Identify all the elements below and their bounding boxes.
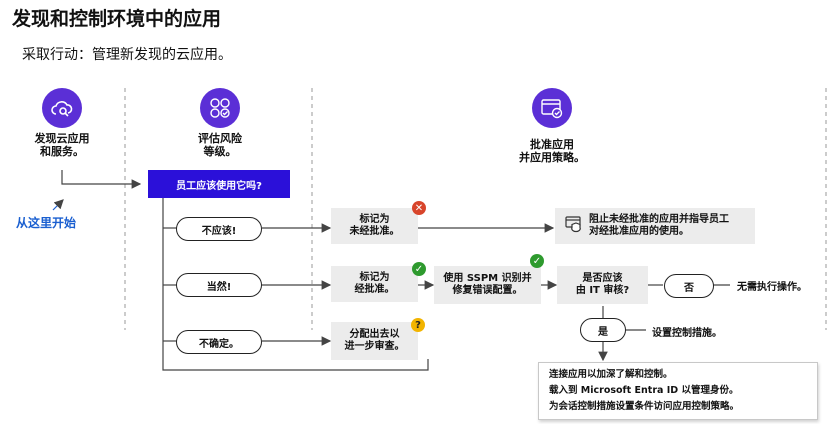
start-here-label: 从这里开始 bbox=[16, 216, 77, 230]
answer-no-pill: 不应该! bbox=[176, 217, 262, 241]
block-guidance-text: 阻止未经批准的应用并指导员工 对经批准应用的使用。 bbox=[589, 214, 729, 237]
it-review-question-box: 是否应该 由 IT 审核? bbox=[557, 266, 648, 304]
controls-detail-line: 为会话控制措施设置条件访问应用控制策略。 bbox=[549, 401, 740, 412]
cloud-search-icon bbox=[42, 88, 82, 128]
sspm-box: 使用 SSPM 识别并 修复错误配置。 bbox=[434, 266, 541, 304]
page-subtitle: 采取行动：管理新发现的云应用。 bbox=[22, 47, 232, 63]
stage-label-approve: 批准应用 并应用策略。 bbox=[519, 138, 585, 164]
red-x-icon: ✕ bbox=[412, 201, 426, 215]
stage-label-assess: 评估风险 等级。 bbox=[198, 132, 242, 158]
risk-assessment-icon bbox=[200, 88, 240, 128]
further-review-box: 分配出去以 进一步审查。 bbox=[331, 322, 418, 360]
block-guidance-box: 阻止未经批准的应用并指导员工 对经批准应用的使用。 bbox=[555, 208, 755, 244]
controls-detail-line: 载入到 Microsoft Entra ID 以管理身份。 bbox=[549, 385, 739, 396]
answer-unsure-pill: 不确定。 bbox=[176, 330, 262, 354]
mark-sanctioned-box: 标记为 经批准。 bbox=[331, 266, 418, 302]
green-check-icon: ✓ bbox=[412, 262, 426, 276]
green-check-icon: ✓ bbox=[530, 254, 544, 268]
page-title: 发现和控制环境中的应用 bbox=[12, 8, 222, 30]
no-action-text: 无需执行操作。 bbox=[737, 282, 807, 293]
controls-detail-line: 连接应用以加深了解和控制。 bbox=[549, 369, 673, 380]
it-review-no-pill: 否 bbox=[664, 274, 714, 298]
block-shield-icon bbox=[565, 215, 583, 237]
mark-unsanctioned-box: 标记为 未经批准。 bbox=[331, 208, 418, 244]
yellow-question-icon: ? bbox=[411, 318, 425, 332]
question-box: 员工应该使用它吗? bbox=[148, 170, 290, 198]
it-review-yes-pill: 是 bbox=[580, 318, 626, 342]
stage-label-discover: 发现云应用 和服务。 bbox=[34, 132, 90, 158]
app-approval-icon bbox=[532, 88, 572, 128]
controls-detail-box: 连接应用以加深了解和控制。 载入到 Microsoft Entra ID 以管理… bbox=[538, 362, 818, 420]
answer-yes-pill: 当然! bbox=[176, 273, 262, 297]
set-controls-text: 设置控制措施。 bbox=[652, 328, 722, 339]
